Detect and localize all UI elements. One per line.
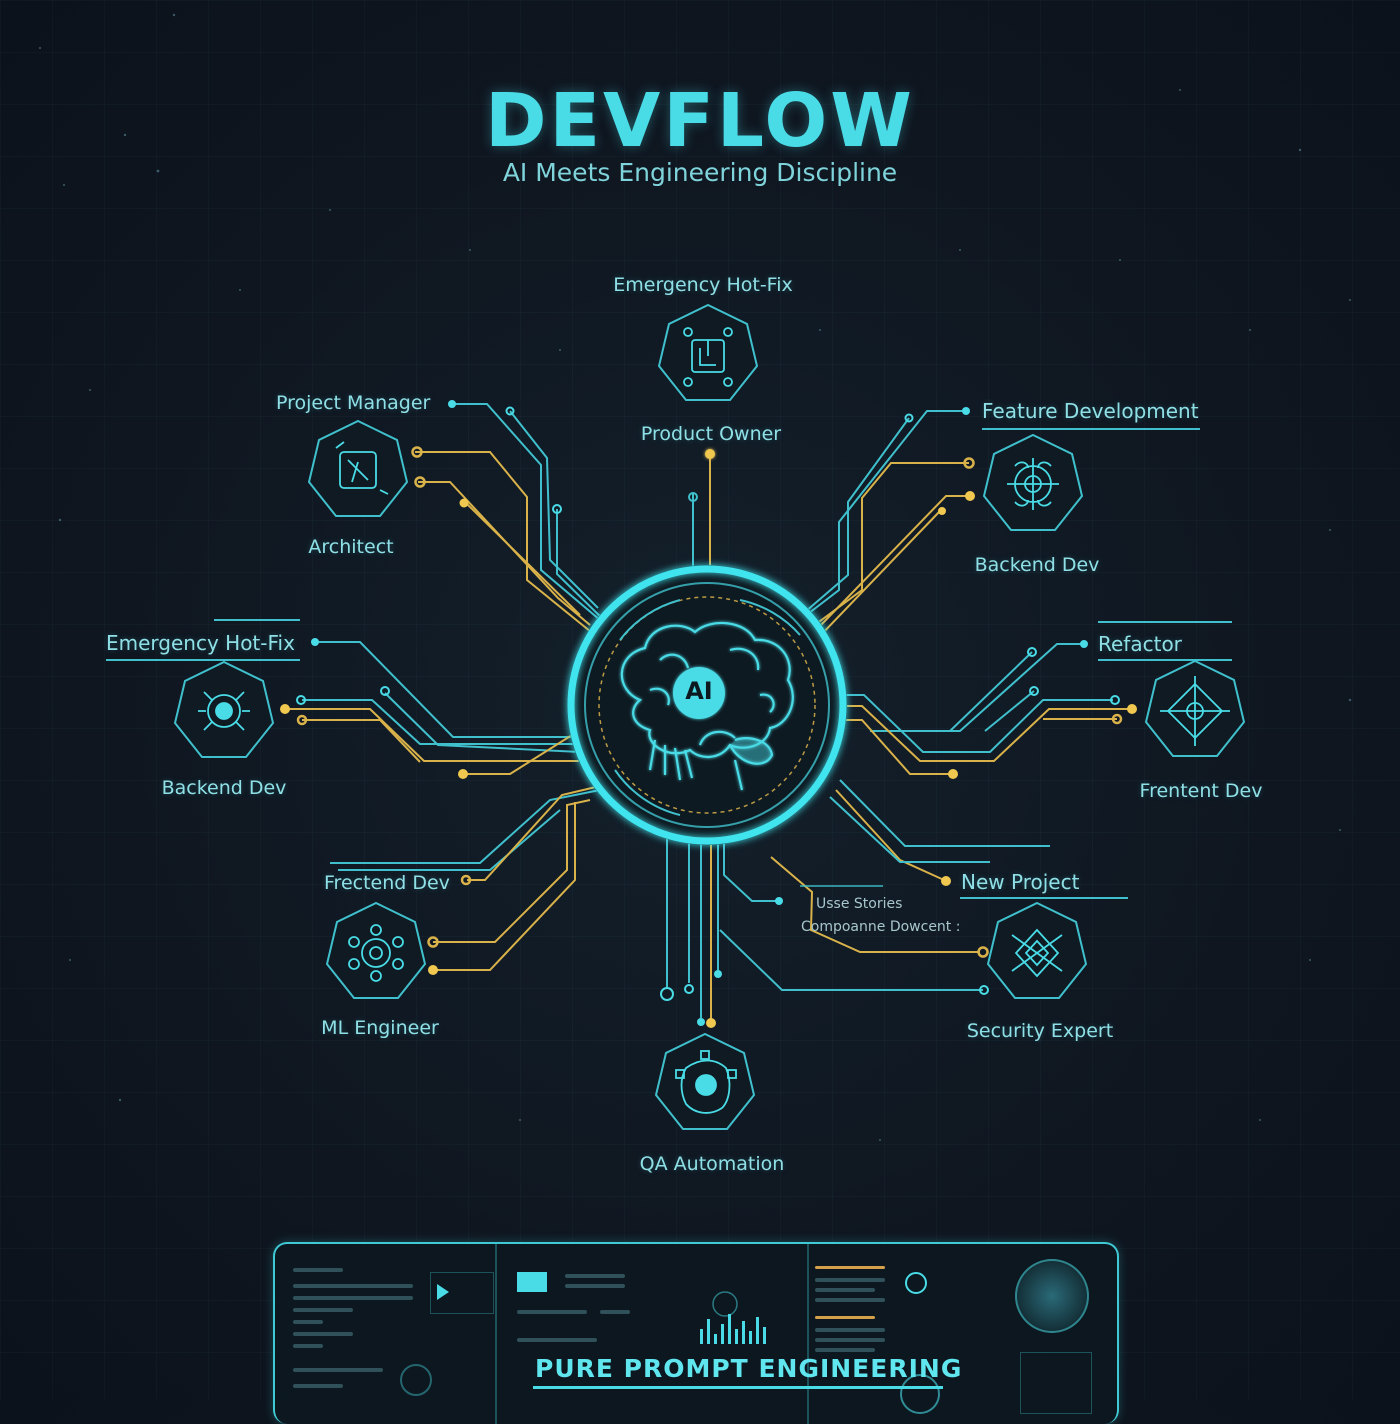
- test-target-icon: [675, 1050, 737, 1114]
- node-lower-right-shape: [986, 901, 1088, 999]
- node-right-label-above: Refactor: [1098, 632, 1182, 656]
- neural-flower-icon: [348, 924, 404, 982]
- node-lower-left-shape: [325, 901, 427, 999]
- area-chart-box: [1020, 1352, 1092, 1414]
- blueprint-icon: [335, 441, 389, 495]
- play-icon[interactable]: [437, 1284, 449, 1300]
- node-lower-left-label-above: Frectend Dev: [324, 872, 450, 894]
- ai-hub: [567, 565, 847, 845]
- node-upper-right-label-above: Feature Development: [982, 399, 1199, 423]
- node-lower-left-label-below: ML Engineer: [321, 1017, 439, 1039]
- ai-badge: AI: [685, 677, 713, 705]
- app-subtitle: AI Meets Engineering Discipline: [502, 158, 898, 187]
- app-title: DEVFLOW: [485, 78, 915, 164]
- dashboard-title-underline: [533, 1386, 943, 1389]
- node-icons: [198, 327, 1230, 1114]
- radar-icon: [905, 1272, 927, 1294]
- circuit-chip-icon: [683, 327, 733, 387]
- node-upper-left-shape: [307, 419, 409, 517]
- dial-icon: [400, 1364, 432, 1396]
- node-bottom-label-below: QA Automation: [639, 1153, 785, 1175]
- label-rules: [106, 428, 1232, 899]
- node-upper-left-label-below: Architect: [308, 536, 394, 558]
- diamond-mandala-icon: [1160, 676, 1230, 746]
- connector-dots: [280, 400, 1137, 1028]
- node-lower-right-label-above: New Project: [961, 870, 1080, 894]
- node-top-label-below: Product Owner: [640, 423, 782, 445]
- annotation-user-stories: Usse Stories: [816, 896, 903, 912]
- node-right-label-below: Frentent Dev: [1139, 780, 1263, 802]
- shield-gear-icon: [1011, 928, 1063, 978]
- node-lower-right-label-below: Security Expert: [966, 1020, 1114, 1042]
- node-left-label-above: Emergency Hot-Fix: [106, 631, 295, 655]
- node-left-label-below: Backend Dev: [161, 777, 287, 799]
- node-top-label-above: Emergency Hot-Fix: [613, 274, 793, 296]
- dashboard-title: PURE PROMPT ENGINEERING: [535, 1354, 963, 1383]
- star-field: [39, 13, 1352, 1141]
- connector-lines: [288, 403, 1131, 1022]
- bar-chart-icon: [700, 1291, 766, 1344]
- brain-icon: [620, 621, 794, 791]
- node-upper-left-label-above: Project Manager: [276, 392, 431, 414]
- pie-chart-icon: [1015, 1259, 1089, 1333]
- node-upper-right-label-below: Backend Dev: [974, 554, 1100, 576]
- gear-cluster-icon: [198, 691, 250, 731]
- gear-mandala-icon: [1007, 458, 1059, 510]
- dashboard-panel: PURE PROMPT ENGINEERING: [273, 1242, 1119, 1424]
- media-box: [430, 1272, 494, 1314]
- annotation-component-document: Compoanne Dowcent :: [801, 919, 961, 935]
- status-block: [517, 1272, 547, 1292]
